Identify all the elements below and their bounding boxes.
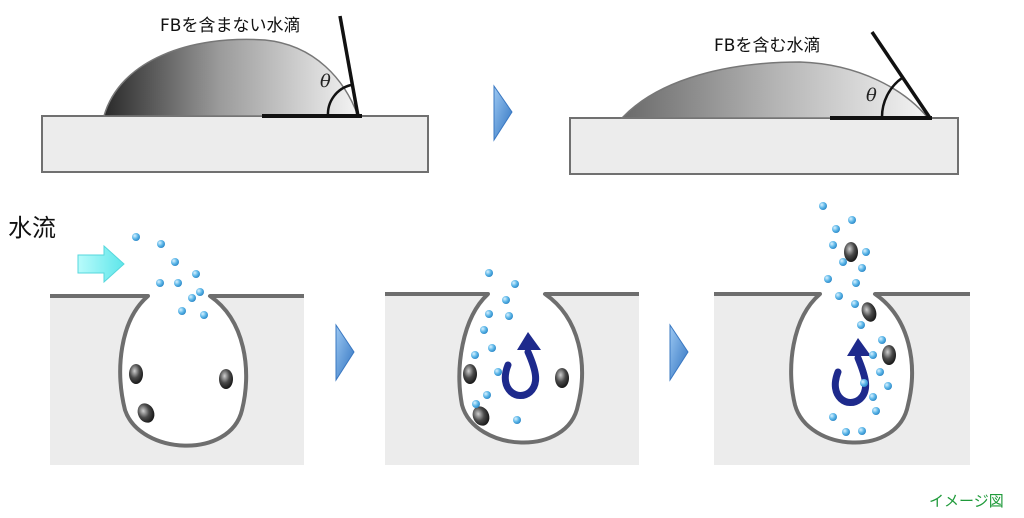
bubble [192,270,200,278]
bubble [471,351,479,359]
bubble [171,258,179,266]
bubble [513,416,521,424]
cavity-panel-1 [50,233,304,465]
dirt-particle [555,368,569,388]
bubble [485,269,493,277]
tangent-line [870,31,932,119]
dirt-particle [882,345,896,365]
water-droplet [620,61,930,119]
water-flow-arrow-icon [77,244,125,284]
fine-bubbles [471,269,521,424]
substrate-plate [41,115,429,173]
bubble [156,279,164,287]
bubble [488,344,496,352]
bubble [857,321,865,329]
droplet-without-fb-label: FBを含まない水滴 [160,16,300,36]
bubble [174,279,182,287]
swirl-arrow-icon [501,332,541,399]
bubble [860,379,868,387]
fine-bubbles [819,202,892,436]
bubble [858,427,866,435]
water-flow-label: 水流 [8,214,56,242]
dirt-particle [463,364,477,384]
angle-arc [880,76,903,119]
dirt-particle [137,403,155,423]
surface-block [385,294,639,465]
contact-angle-symbol: θ [320,71,331,92]
contact-angle-symbol: θ [866,85,877,106]
fine-bubbles [132,233,208,319]
dirt-particles [463,364,569,426]
surface-block [714,294,970,465]
dirt-particle [472,406,490,426]
next-arrow-icon [493,84,513,142]
bubble [872,407,880,415]
substrate-plate [569,117,959,175]
cavity-wall [714,292,970,445]
bubble [884,382,892,390]
cavity-panel-2 [385,269,639,465]
bubble [848,216,856,224]
bubble [869,393,877,401]
bubble [852,279,860,287]
bubble [824,275,832,283]
angle-arc [326,83,352,117]
bubble [858,264,866,272]
bubble [472,400,480,408]
bubble [494,368,502,376]
surface-block [50,296,304,465]
droplet-with-fb-panel: θ FBを含む水滴 [569,31,959,175]
bubble [851,300,859,308]
bubble [876,368,884,376]
droplet-without-fb-panel: θ FBを含まない水滴 [41,15,429,173]
dirt-particle [129,364,143,384]
bubble [178,307,186,315]
bubble [832,225,840,233]
bubble [505,312,513,320]
bubble [829,241,837,249]
dirt-particle [861,302,877,322]
bubble [483,391,491,399]
bubble [878,336,886,344]
dirt-particles [129,364,233,423]
bubble [480,326,488,334]
swirl-arrow-icon [831,338,871,406]
bubble [819,202,827,210]
bubble [511,280,519,288]
bubble [839,258,847,266]
dirt-particle [219,369,233,389]
next-arrow-icon [335,323,355,382]
bubble [196,288,204,296]
bubble [862,248,870,256]
bubble [842,428,850,436]
bubble [132,233,140,241]
cavity-wall [385,292,639,445]
next-arrow-icon [669,323,689,382]
bubble [835,292,843,300]
bubble [869,351,877,359]
bubble [157,240,165,248]
tangent-line [338,15,360,117]
illustration-note: イメージ図 [929,492,1004,510]
dirt-particles [844,242,896,365]
bubble [485,310,493,318]
cavity-wall [50,294,304,448]
bubble [200,311,208,319]
droplet-with-fb-label: FBを含む水滴 [714,36,820,56]
bubble [829,413,837,421]
cavity-panel-3 [714,202,970,465]
bubble [188,294,196,302]
dirt-particle [844,242,858,262]
bubble [502,296,510,304]
